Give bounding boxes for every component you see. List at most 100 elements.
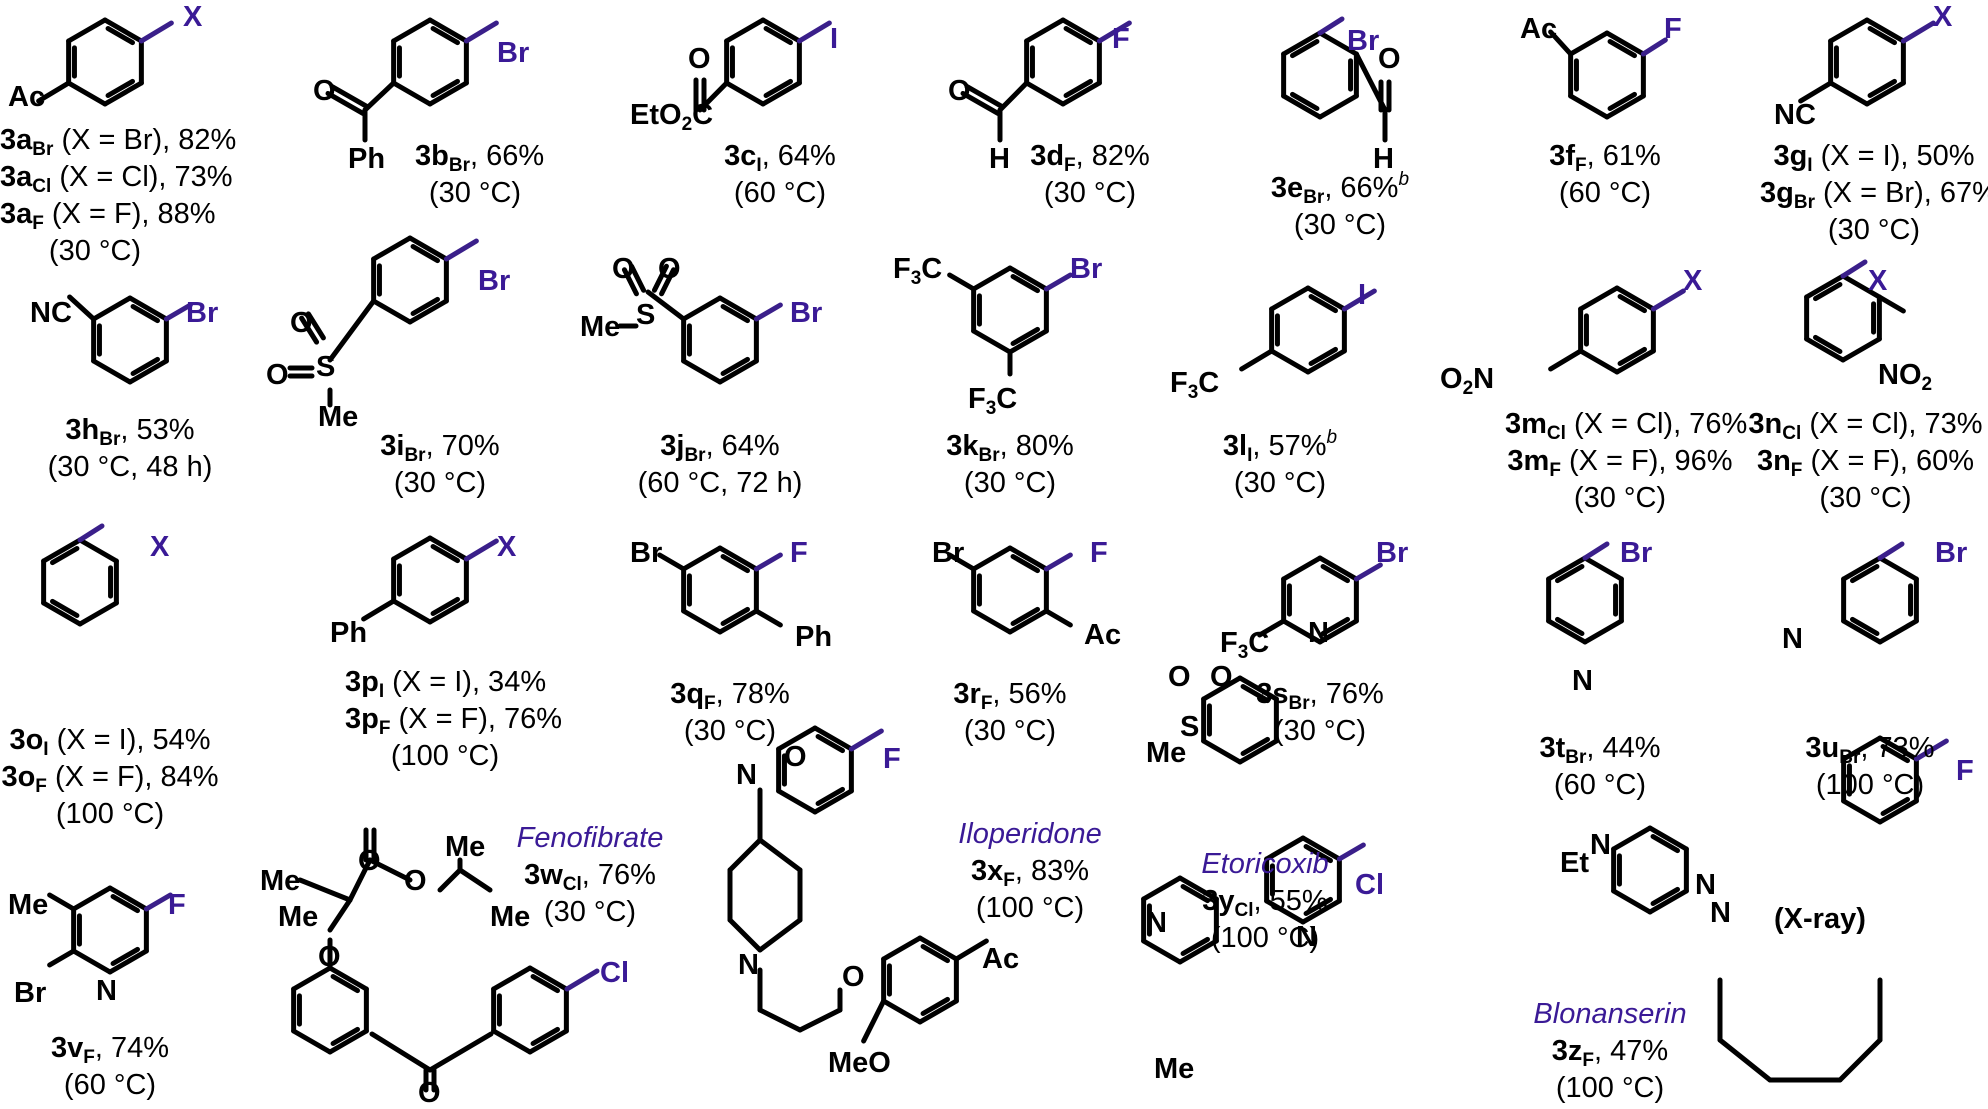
bond-348 — [1237, 675, 1279, 702]
compound-label-3p: 3pI (X = I), 34%3pF (X = F), 76%(100 °C) — [345, 664, 562, 775]
trifluoromethyl: F3C — [1220, 627, 1270, 663]
trifluoromethyl: F3C — [893, 253, 943, 289]
bond-223 — [1317, 618, 1359, 645]
bond-104 — [371, 235, 413, 262]
compound-label-3u: 3uBr, 73%(100 °C) — [1780, 730, 1960, 804]
bond-179 — [41, 600, 83, 627]
bond-10 — [36, 80, 72, 104]
fluoro: F — [1664, 13, 1682, 45]
bond-230 — [1353, 562, 1383, 582]
drug-name: Iloperidone — [958, 818, 1102, 850]
oxygen: O — [418, 1077, 441, 1109]
piperazine-nitrogen: N — [1695, 869, 1716, 901]
bond-360 — [1611, 888, 1653, 915]
compound-label-3d: 3dF, 82%(30 °C) — [1025, 138, 1155, 212]
bond-270 — [330, 973, 360, 994]
yield-line: 3aF (X = F), 88% — [0, 198, 216, 234]
bond-264 — [327, 965, 369, 992]
bond-284 — [427, 1031, 494, 1073]
bond-193 — [430, 596, 460, 617]
oxygen: O — [313, 75, 336, 107]
oxygen: O — [266, 359, 289, 391]
bond-351 — [1201, 738, 1243, 765]
bond-328 — [861, 998, 887, 1044]
compound-label-3j: 3jBr, 64%(60 °C, 72 h) — [620, 428, 820, 502]
bond-363 — [1650, 833, 1680, 854]
reaction-condition: (100 °C) — [975, 892, 1085, 924]
yield-line: 3hBr, 53% — [65, 414, 195, 450]
methyl: Me — [490, 901, 531, 933]
bond-251 — [1877, 541, 1905, 561]
bond-221 — [1317, 555, 1359, 582]
bond-163 — [1650, 288, 1686, 312]
bond-83 — [1867, 25, 1897, 46]
bond-362 — [1611, 825, 1653, 852]
bond-6 — [105, 25, 135, 46]
bond-129 — [651, 263, 669, 293]
bond-90 — [127, 358, 169, 385]
bond-218 — [947, 552, 977, 572]
compound-label-3t: 3tBr, 44%(60 °C) — [1530, 730, 1670, 804]
chloro: Cl — [600, 957, 629, 989]
bond-5 — [66, 17, 108, 44]
bond-176 — [77, 537, 119, 564]
bond-245 — [1841, 618, 1883, 645]
reaction-condition: (100 °C) — [390, 740, 500, 772]
yield-line: 3aBr (X = Br), 82% — [0, 124, 237, 160]
substituent-x: X — [1933, 1, 1953, 33]
methyl: Me — [260, 865, 301, 897]
bond-146 — [1269, 348, 1311, 375]
bond-52 — [1317, 30, 1359, 57]
nitrogen: N — [736, 759, 757, 791]
bond-311 — [757, 917, 803, 953]
bond-73 — [1607, 91, 1637, 112]
bond-38 — [1060, 17, 1102, 44]
methyl: Me — [1146, 737, 1187, 769]
yield-line: 3pI (X = I), 34% — [345, 666, 547, 702]
bond-125 — [645, 289, 687, 322]
bond-294 — [437, 867, 463, 893]
bond-47 — [1096, 20, 1132, 44]
bond-323 — [881, 935, 923, 962]
bond-108 — [443, 238, 479, 262]
bond-297 — [812, 725, 854, 752]
bond-350 — [1237, 738, 1279, 765]
bond-278 — [491, 965, 533, 992]
bromo: Br — [630, 537, 663, 569]
bond-191 — [391, 535, 433, 562]
bond-43 — [1024, 17, 1066, 44]
bond-141 — [1043, 272, 1073, 292]
bond-332 — [1264, 898, 1306, 925]
compound-label-3b: 3bBr, 66%(30 °C) — [415, 138, 544, 212]
pyridine-nitrogen: N — [96, 975, 117, 1007]
bond-82 — [1828, 17, 1870, 44]
bond-235 — [1546, 618, 1588, 645]
bond-111 — [299, 315, 320, 345]
bond-320 — [917, 998, 959, 1025]
bond-66 — [1604, 30, 1646, 57]
bond-375 — [1913, 738, 1949, 762]
quinoline-nitrogen: N — [1782, 623, 1803, 655]
bond-126 — [629, 263, 647, 293]
bond-368 — [1877, 798, 1919, 825]
bond-289 — [297, 877, 353, 903]
yield-line: 3nCl (X = Cl), 73% — [1748, 408, 1983, 444]
substituent-x: X — [150, 531, 170, 563]
bond-183 — [50, 598, 80, 619]
compound-label-3r: 3rF, 56%(30 °C) — [930, 676, 1090, 750]
bond-189 — [391, 598, 433, 625]
bond-178 — [77, 600, 119, 627]
reaction-condition: (30 °C) — [1819, 482, 1912, 514]
bond-200 — [681, 608, 723, 635]
bond-69 — [1568, 93, 1610, 120]
bond-262 — [143, 892, 173, 912]
reaction-condition: (100 °C) — [1210, 922, 1320, 954]
bond-379 — [1837, 1037, 1883, 1083]
bond-237 — [1546, 555, 1588, 582]
chloro: Cl — [1355, 869, 1384, 901]
bond-157 — [1578, 348, 1620, 375]
bond-7 — [105, 78, 135, 99]
yield-line: 3vF, 74% — [50, 1032, 170, 1068]
